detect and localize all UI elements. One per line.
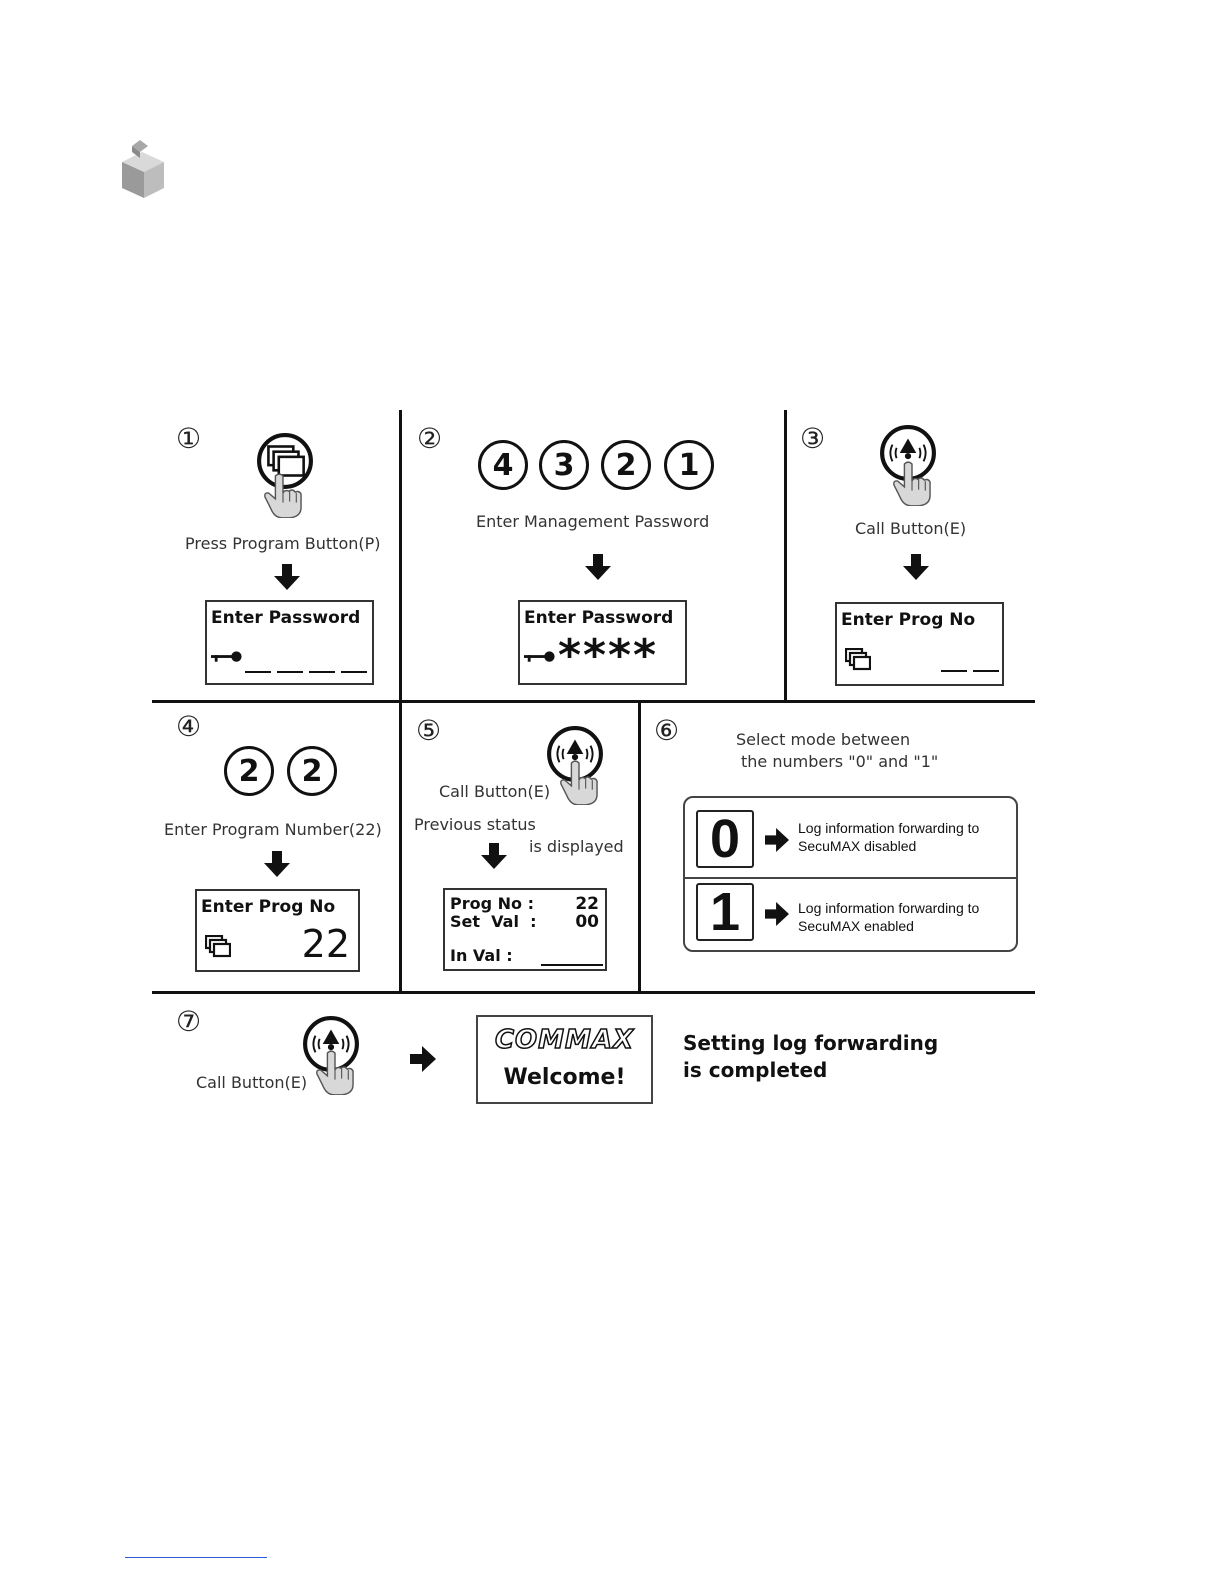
mode-0-description: Log information forwarding to SecuMAX di… (798, 819, 1018, 855)
password-placeholder (245, 671, 369, 673)
mode-selection-box: 0 Log information forwarding to SecuMAX … (683, 796, 1018, 952)
step-2-number: ② (417, 422, 443, 455)
step-3-caption: Call Button(E) (855, 519, 967, 538)
call-button-icon (546, 725, 604, 807)
arrow-down-icon (481, 843, 507, 869)
step-5-lcd: Prog No : 22 Set Val : 00 In Val : (443, 888, 607, 971)
mode-1-description: Log information forwarding to SecuMAX en… (798, 899, 1018, 935)
mode-digit-0: 0 (696, 809, 754, 869)
set-val-label: Set Val : (450, 912, 537, 931)
step-1-lcd: Enter Password (205, 600, 374, 685)
lcd-title: Enter Prog No (201, 897, 336, 917)
prog-no-value: 22 (575, 894, 599, 914)
grid-horizontal-2 (152, 991, 1035, 994)
digit-key-1: 1 (664, 440, 714, 490)
step-4-lcd: Enter Prog No 22 (195, 889, 360, 972)
commax-logo: COMMAX (494, 1024, 635, 1056)
grid-vertical-3 (399, 700, 402, 993)
grid-vertical-1 (399, 410, 402, 702)
arrow-down-icon (903, 554, 929, 580)
key-icon (524, 650, 556, 664)
step-6-caption-line1: Select mode between (736, 730, 911, 749)
previous-status-label: Previous status (414, 815, 536, 834)
mode-1-line1: Log information forwarding to (798, 900, 980, 916)
digit-key-2: 2 (601, 440, 651, 490)
set-val-value: 00 (575, 912, 599, 932)
arrow-right-icon (410, 1046, 436, 1072)
mode-1-line2: SecuMAX enabled (798, 918, 914, 934)
arrow-right-icon (765, 902, 789, 926)
step-4-caption: Enter Program Number(22) (164, 820, 382, 839)
completion-message: Setting log forwarding is completed (683, 1030, 938, 1084)
key-icon (211, 650, 243, 664)
cube-icon (122, 140, 164, 198)
completion-line1: Setting log forwarding (683, 1031, 939, 1055)
digit-key-3: 3 (539, 440, 589, 490)
grid-vertical-4 (638, 700, 641, 993)
completion-line2: is completed (683, 1058, 828, 1082)
prog-no-placeholder (941, 670, 1001, 672)
arrow-right-icon (765, 828, 789, 852)
arrow-down-icon (585, 554, 611, 580)
mode-digit-1: 1 (696, 882, 754, 942)
mode-divider (685, 877, 1016, 879)
step-6-number: ⑥ (654, 714, 680, 747)
step-2-caption: Enter Management Password (476, 512, 710, 531)
in-val-label: In Val : (450, 946, 513, 965)
call-button-icon (302, 1015, 360, 1097)
welcome-text: Welcome! (503, 1065, 626, 1090)
footnote-rule (125, 1557, 267, 1558)
mode-0-line1: Log information forwarding to (798, 820, 980, 836)
digit-key-2: 2 (287, 746, 337, 796)
step-1-caption: Press Program Button(P) (185, 534, 381, 553)
prog-no-value: 22 (301, 922, 350, 966)
step-4-number: ④ (176, 710, 202, 743)
program-button-icon (256, 432, 314, 520)
step-5-number: ⑤ (416, 714, 442, 747)
step-3-lcd: Enter Prog No (835, 602, 1004, 686)
step-3-number: ③ (800, 422, 826, 455)
lcd-title: Enter Password (524, 608, 674, 628)
step-7-caption: Call Button(E) (196, 1073, 308, 1092)
step-2-lcd: Enter Password **** (518, 600, 687, 685)
mode-0-line2: SecuMAX disabled (798, 838, 917, 854)
digit-key-2: 2 (224, 746, 274, 796)
welcome-lcd: COMMAX Welcome! (476, 1015, 653, 1104)
grid-horizontal-1 (152, 700, 1035, 703)
step-5-caption: Call Button(E) (439, 782, 551, 801)
lcd-title: Enter Prog No (841, 610, 976, 630)
is-displayed-label: is displayed (529, 837, 624, 856)
in-val-placeholder (541, 964, 603, 966)
arrow-down-icon (274, 564, 300, 590)
grid-vertical-2 (784, 410, 787, 702)
arrow-down-icon (264, 851, 290, 877)
lcd-title: Enter Password (211, 608, 361, 628)
step-6-caption-line2: the numbers "0" and "1" (741, 752, 939, 771)
call-button-icon (879, 424, 937, 506)
program-icon (205, 935, 231, 959)
step-7-number: ⑦ (176, 1005, 202, 1038)
masked-password: **** (558, 630, 659, 681)
step-1-number: ① (176, 422, 202, 455)
prog-no-label: Prog No : (450, 894, 534, 913)
program-icon (845, 648, 871, 672)
digit-key-4: 4 (478, 440, 528, 490)
